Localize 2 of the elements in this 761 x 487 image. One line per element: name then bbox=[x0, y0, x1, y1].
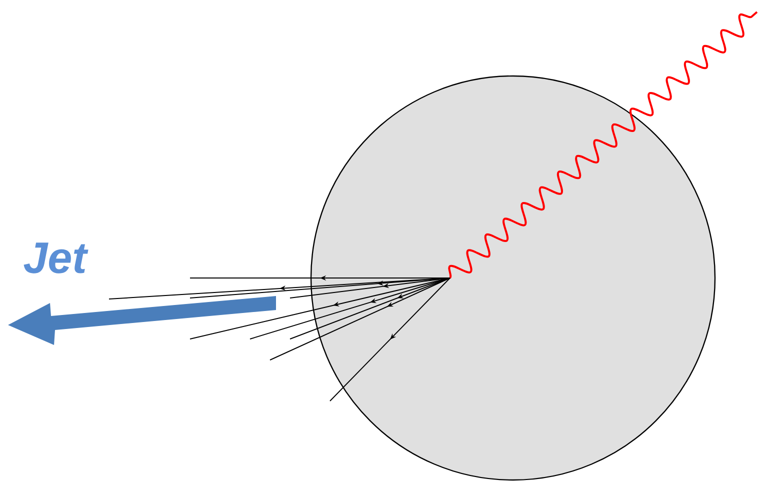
jet-label: Jet bbox=[24, 242, 88, 274]
nucleus-circle bbox=[310, 75, 716, 481]
